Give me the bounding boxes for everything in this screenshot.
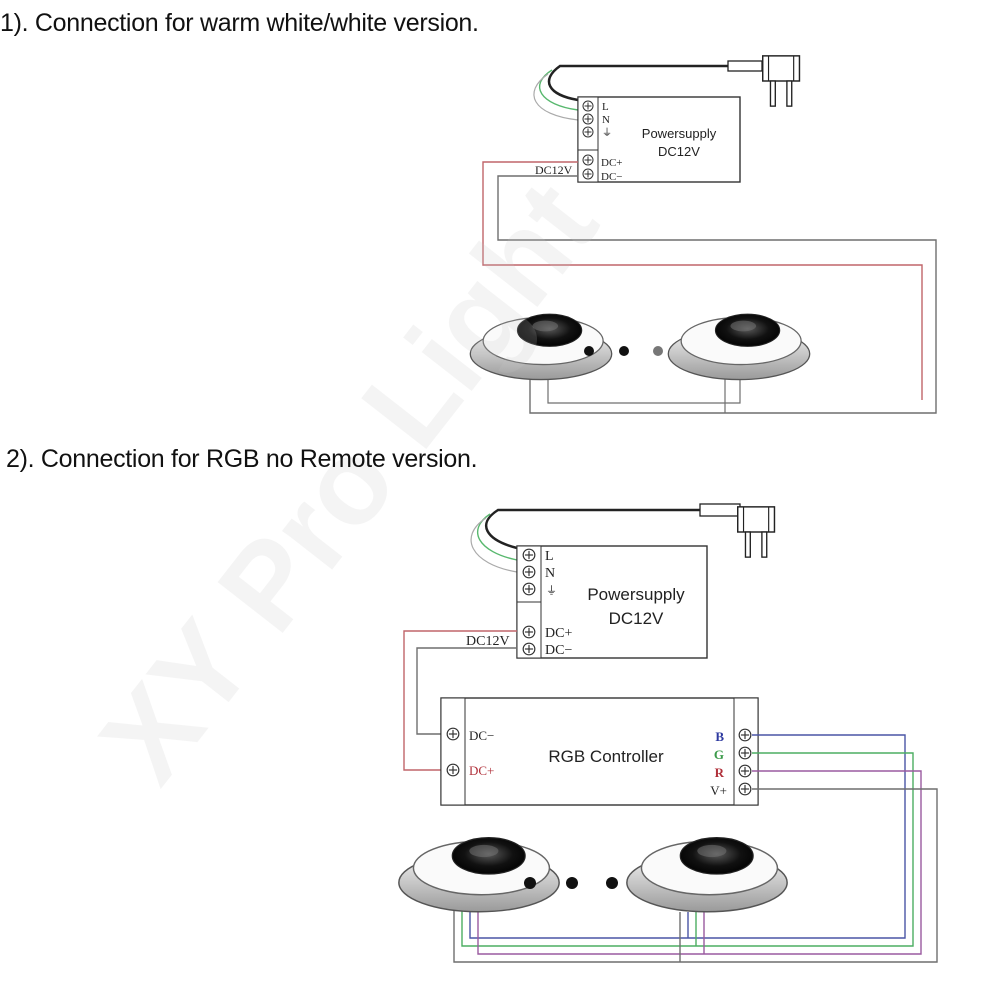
controller-output-v-plus: V+ (710, 783, 727, 798)
controller-input-dc-minus: DC− (469, 728, 494, 743)
mains-cable (533, 60, 763, 121)
terminal-label-dc-minus: DC− (545, 643, 572, 658)
terminal-label-dc-plus: DC+ (545, 626, 572, 641)
lamp-ellipsis (584, 346, 663, 356)
terminal-label-ground: ⏚ (602, 127, 612, 139)
terminal-screw-icon (582, 100, 594, 112)
terminal-screw-icon (738, 782, 752, 796)
controller-output-b: B (715, 729, 724, 744)
section-2-diagram: L N ⏚ DC+ DC− Powersupply DC12V DC12V DC… (398, 503, 938, 963)
controller-input-dc-plus: DC+ (469, 763, 494, 778)
section-1-diagram: L N ⏚ DC+ DC− Powersupply DC12V DC12V (469, 55, 937, 414)
wires-psu-to-controller (403, 630, 517, 771)
rgb-controller: DC− DC+ RGB Controller B G R V+ (440, 697, 759, 806)
output-voltage-label: DC12V (466, 634, 510, 649)
mains-plug-icon (736, 506, 776, 558)
terminal-screw-icon (446, 763, 460, 777)
power-supply-1: L N ⏚ DC+ DC− Powersupply DC12V (577, 96, 741, 183)
terminal-screw-icon (522, 548, 536, 562)
power-supply-2: L N ⏚ DC+ DC− Powersupply DC12V (516, 545, 708, 659)
pool-light-icon (398, 836, 560, 913)
lamp-ellipsis (524, 877, 618, 889)
controller-output-g: G (714, 747, 724, 762)
terminal-screw-icon (582, 126, 594, 138)
mains-plug-icon (762, 55, 801, 107)
terminal-label-n: N (602, 114, 610, 126)
pool-light-icon (626, 836, 788, 913)
section-1-heading: 1). Connection for warm white/white vers… (0, 9, 479, 37)
power-supply-voltage: DC12V (658, 144, 700, 159)
mains-cable (470, 503, 741, 573)
terminal-screw-icon (522, 642, 536, 656)
wires-controller-to-lamps (453, 734, 938, 963)
terminal-screw-icon (446, 727, 460, 741)
terminal-screw-icon (582, 154, 594, 166)
terminal-label-ground: ⏚ (546, 584, 557, 597)
terminal-label-l: L (602, 101, 609, 113)
terminal-screw-icon (582, 168, 594, 180)
output-voltage-label: DC12V (535, 163, 573, 177)
power-supply-voltage: DC12V (609, 609, 664, 628)
terminal-screw-icon (738, 764, 752, 778)
power-supply-title: Powersupply (642, 126, 717, 141)
power-supply-title: Powersupply (587, 585, 685, 604)
terminal-label-dc-minus: DC− (601, 171, 622, 183)
terminal-screw-icon (522, 582, 536, 596)
terminal-label-dc-plus: DC+ (601, 157, 622, 169)
section-2-heading: 2). Connection for RGB no Remote version… (6, 445, 478, 473)
terminal-label-n: N (545, 566, 555, 581)
terminal-screw-icon (738, 746, 752, 760)
terminal-label-l: L (545, 549, 554, 564)
terminal-screw-icon (738, 728, 752, 742)
controller-output-r: R (715, 765, 725, 780)
controller-title: RGB Controller (548, 747, 664, 766)
terminal-screw-icon (522, 565, 536, 579)
terminal-screw-icon (522, 625, 536, 639)
pool-light-icon (667, 313, 811, 381)
terminal-screw-icon (582, 113, 594, 125)
